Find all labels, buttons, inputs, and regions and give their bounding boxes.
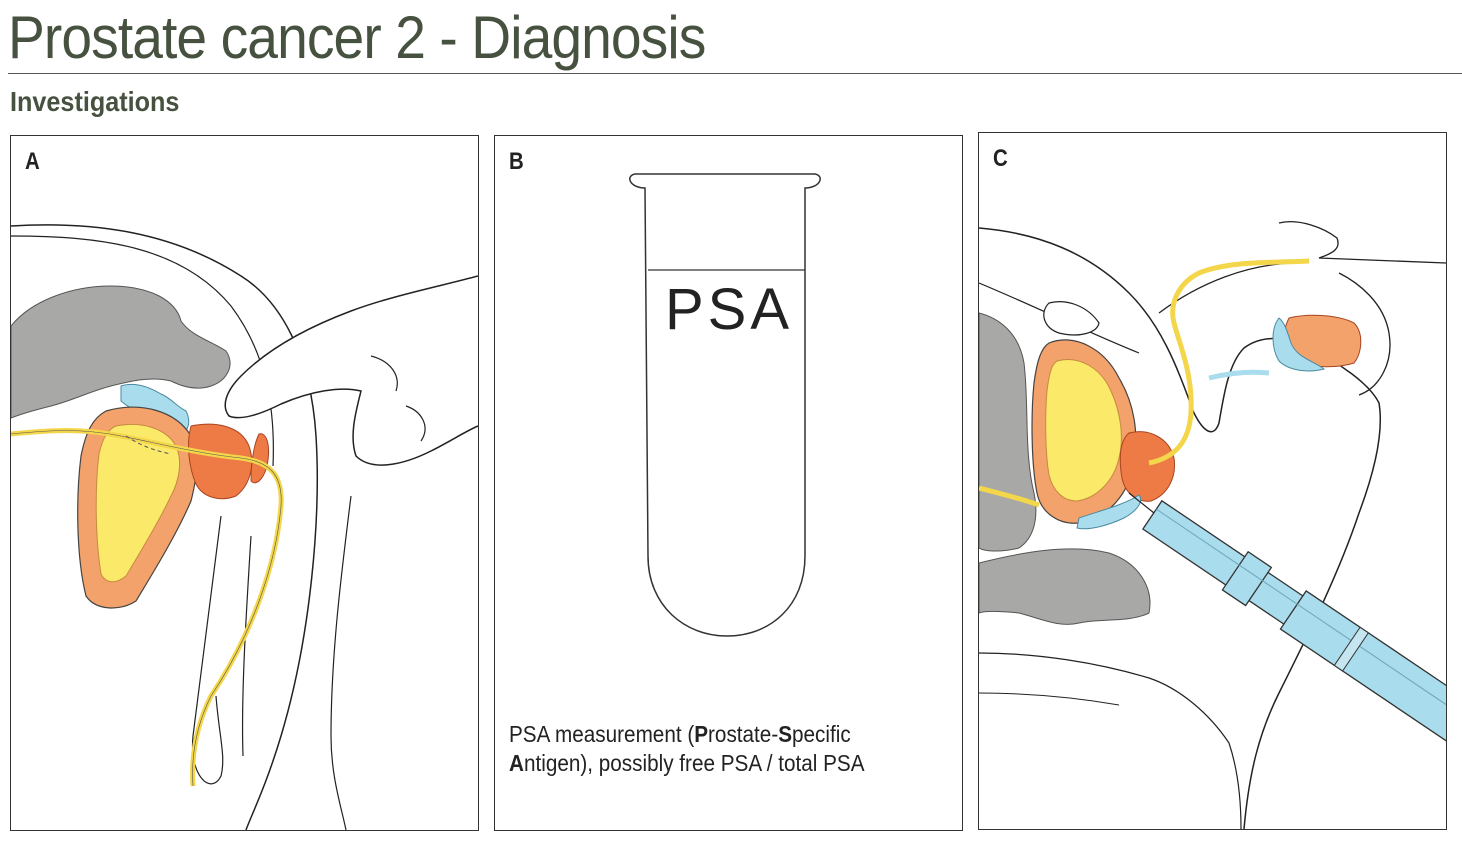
panel-b: B PSA PSA measurement (Prostate-Specific… <box>494 135 963 831</box>
transrectal-ultrasound-illustration <box>979 221 1446 829</box>
section-heading: Investigations <box>10 86 180 117</box>
page-title: Prostate cancer 2 - Diagnosis <box>8 4 706 71</box>
caption-line-2: Antigen), possibly free PSA / total PSA <box>509 750 865 776</box>
tube-label: PSA <box>665 277 794 342</box>
digital-rectal-exam-illustration <box>11 224 478 830</box>
title-divider <box>8 73 1462 74</box>
panel-label: A <box>25 148 40 175</box>
panel-label: B <box>509 148 524 175</box>
caption-line-1: PSA measurement (Prostate-Specific <box>509 721 851 747</box>
panel-a: A <box>10 135 479 831</box>
psa-caption: PSA measurement (Prostate-Specific Antig… <box>509 720 865 778</box>
panel-c: C <box>978 132 1447 830</box>
test-tube-illustration <box>629 173 821 637</box>
panel-label: C <box>993 145 1008 172</box>
